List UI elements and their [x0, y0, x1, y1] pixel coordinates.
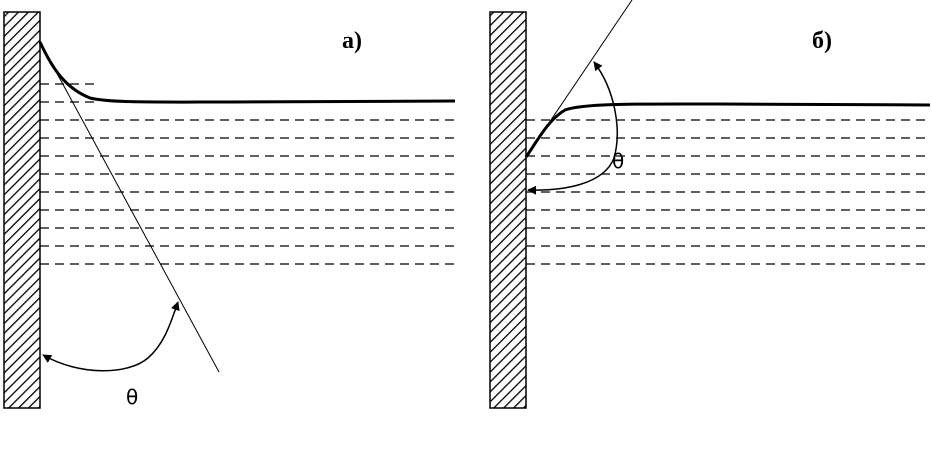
theta-label-b: θ — [612, 149, 624, 173]
meniscus-curve-b — [524, 102, 931, 158]
panel-label-b: б) — [812, 28, 832, 54]
panel-label-a: а) — [342, 28, 362, 54]
contact-angle-arc-b — [527, 61, 618, 195]
hatched-wall-a — [3, 11, 41, 409]
theta-label-a: θ — [126, 385, 138, 409]
liquid-dashes-b — [526, 119, 930, 265]
panel-b: б) θ — [489, 0, 931, 409]
panel-a: а) θ — [3, 11, 456, 409]
tangent-line-a — [39, 41, 220, 373]
liquid-dashes-a — [40, 83, 455, 265]
meniscus-curve-a — [38, 41, 456, 104]
hatched-wall-b — [489, 11, 527, 409]
tangent-line-b — [525, 0, 633, 158]
contact-angle-arc-a — [42, 301, 180, 372]
